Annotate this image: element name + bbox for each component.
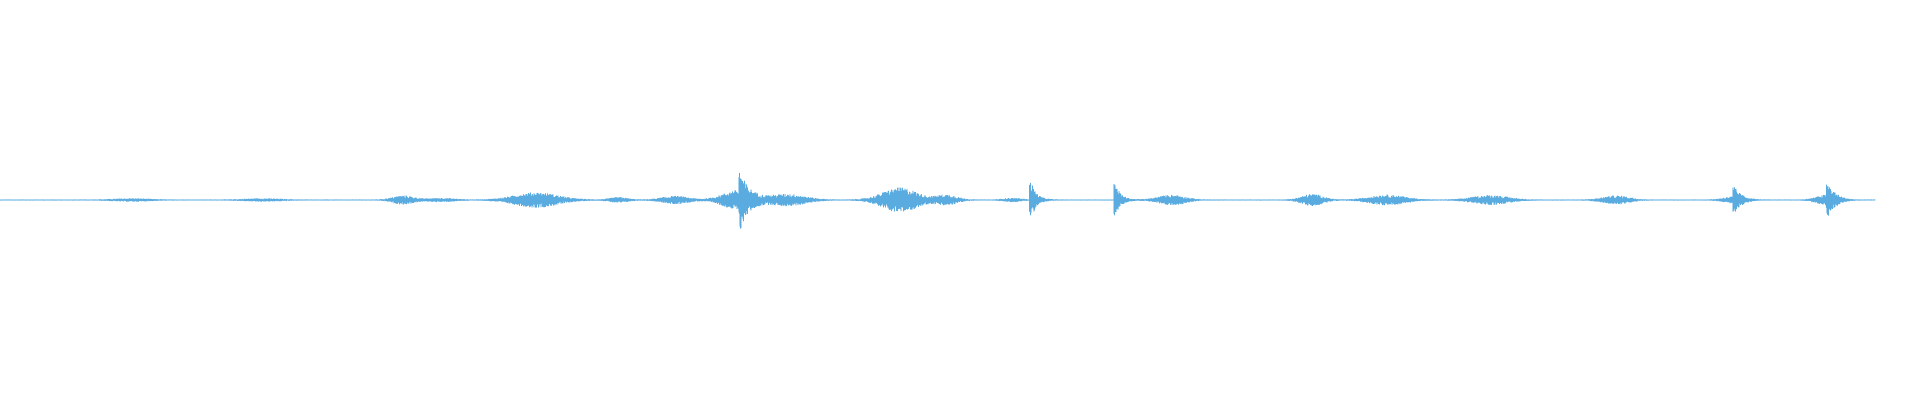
waveform-trace (0, 173, 1876, 229)
